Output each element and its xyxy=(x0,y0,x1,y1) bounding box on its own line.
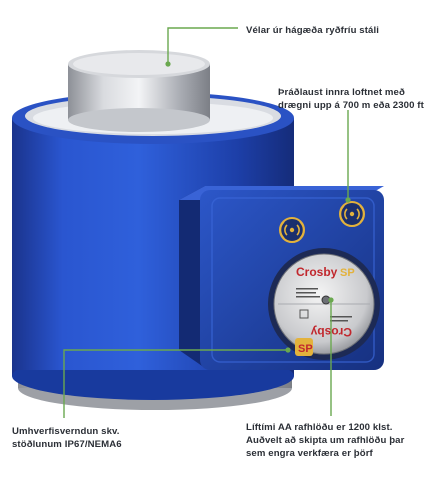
leader-env xyxy=(63,349,288,418)
callout-stainless-steel-line1: Vélar úr hágæða ryðfríu stáli xyxy=(246,25,379,36)
sp-logo-icon: SP xyxy=(295,338,313,356)
callout-battery-life-line1: Líftími AA rafhlöðu er 1200 klst. xyxy=(246,422,393,433)
svg-text:SP: SP xyxy=(298,343,313,355)
electronics-box-side xyxy=(179,186,205,368)
callout-environmental-rating: Umhverfisverndun skv. stöðlunum IP67/NEM… xyxy=(12,425,122,451)
callout-stainless-steel: Vélar úr hágæða ryðfríu stáli xyxy=(246,24,379,37)
callout-leaders xyxy=(63,27,351,418)
brand-crosby-upper: Crosby xyxy=(296,265,338,279)
wireless-signal-icon-right xyxy=(339,201,365,227)
callout-battery-life-line3: sem engra verkfæra er þörf xyxy=(246,448,373,459)
callout-battery-life-line2: Auðvelt að skipta um rafhlöðu þar xyxy=(246,435,405,446)
callout-wireless-range: Þráðlaust innra loftnet með drægni upp á… xyxy=(278,86,424,112)
callout-wireless-range-line2: drægni upp á 700 m eða 2300 ft xyxy=(278,100,424,111)
brand-mark-upper: Crosby SP xyxy=(296,265,355,279)
callout-battery-life: Líftími AA rafhlöðu er 1200 klst. Auðvel… xyxy=(246,421,404,460)
callout-environmental-rating-line2: stöðlunum IP67/NEMA6 xyxy=(12,439,122,450)
callout-environmental-rating-line1: Umhverfisverndun skv. xyxy=(12,426,120,437)
battery-label-print xyxy=(296,288,352,322)
leader-top xyxy=(167,27,238,64)
wireless-signal-icon-left xyxy=(279,217,305,243)
callout-wireless-range-line1: Þráðlaust innra loftnet með xyxy=(278,87,405,98)
brand-sp-upper: SP xyxy=(340,267,355,279)
